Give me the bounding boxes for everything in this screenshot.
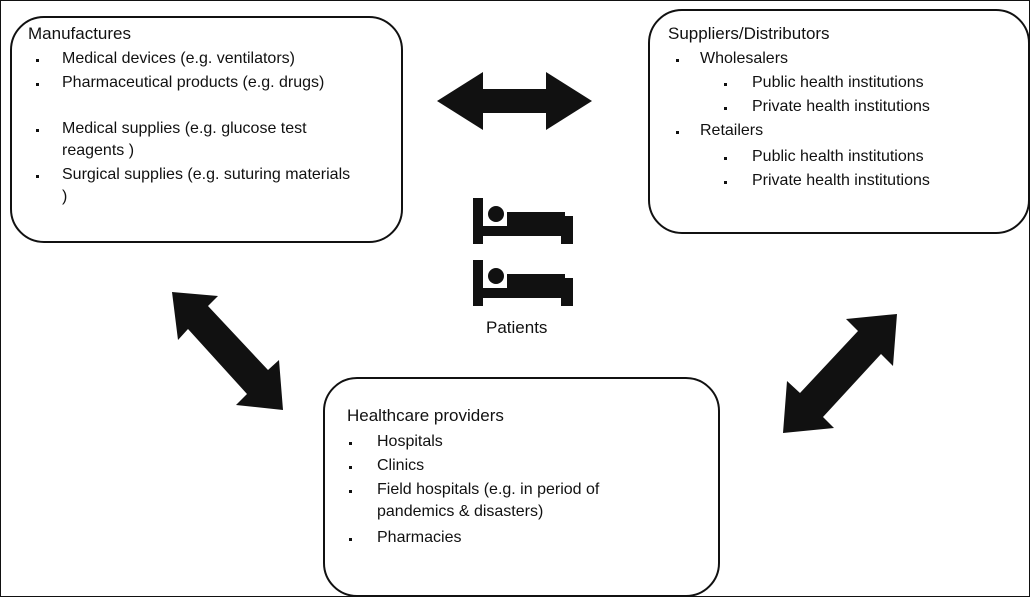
bullet-marker xyxy=(349,538,352,541)
bullet-marker xyxy=(36,83,39,86)
bullet-marker xyxy=(724,157,727,160)
suppliers-item: Private health institutions xyxy=(752,98,930,115)
providers-item: Field hospitals (e.g. in period of pande… xyxy=(377,481,600,520)
providers-item: Hospitals xyxy=(377,433,443,450)
suppliers-item: Public health institutions xyxy=(752,74,924,91)
suppliers-group-label: Retailers xyxy=(700,122,764,139)
bullet-marker xyxy=(36,129,39,132)
bullet-marker xyxy=(724,181,727,184)
suppliers-item: Public health institutions xyxy=(752,148,924,165)
patients-caption: Patients xyxy=(486,318,548,337)
double-arrow-icon xyxy=(783,314,897,433)
suppliers-item: Private health institutions xyxy=(752,172,930,189)
manufactures-item: Pharmaceutical products (e.g. drugs) xyxy=(62,74,325,91)
double-arrow-icon xyxy=(172,292,283,410)
suppliers-box: Suppliers/Distributors Wholesalers Publi… xyxy=(648,9,1030,234)
bullet-marker xyxy=(724,107,727,110)
providers-item: Clinics xyxy=(377,457,425,474)
manufactures-item: Medical supplies (e.g. glucose test reag… xyxy=(62,120,307,159)
providers-title: Healthcare providers xyxy=(347,406,504,425)
hospital-bed-icon xyxy=(473,260,573,306)
providers-item: Pharmacies xyxy=(377,529,462,546)
bullet-marker xyxy=(676,131,679,134)
double-arrow-icon xyxy=(437,72,592,130)
manufactures-title: Manufactures xyxy=(28,24,131,43)
bullet-marker xyxy=(349,490,352,493)
bullet-marker xyxy=(36,59,39,62)
suppliers-title: Suppliers/Distributors xyxy=(668,24,830,43)
hospital-bed-icon xyxy=(473,198,573,244)
bullet-marker xyxy=(36,175,39,178)
bullet-marker xyxy=(724,83,727,86)
bullet-marker xyxy=(349,466,352,469)
suppliers-group-label: Wholesalers xyxy=(700,50,789,67)
bullet-marker xyxy=(349,442,352,445)
manufactures-box: Manufactures Medical devices (e.g. venti… xyxy=(10,16,403,243)
bullet-marker xyxy=(676,59,679,62)
manufactures-item: Surgical supplies (e.g. suturing materia… xyxy=(62,166,351,205)
manufactures-item: Medical devices (e.g. ventilators) xyxy=(62,50,295,67)
providers-box: Healthcare providers Hospitals Clinics F… xyxy=(323,377,720,597)
